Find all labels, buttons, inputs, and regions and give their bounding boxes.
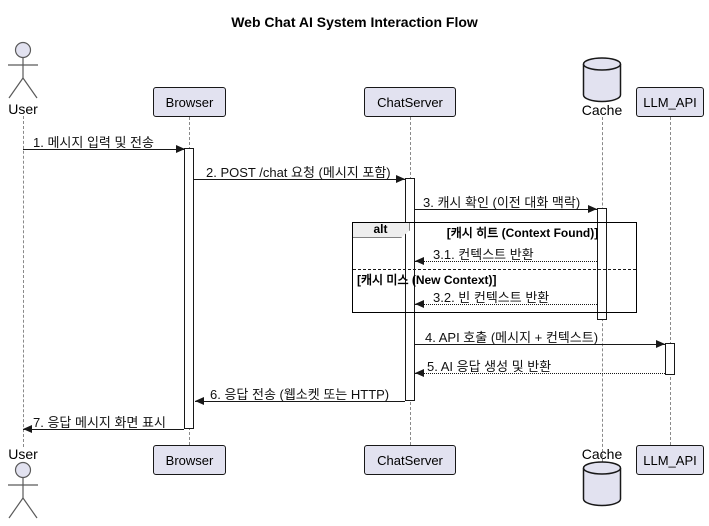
database-cache-bottom-icon [582, 461, 622, 507]
message-4-arrowhead [656, 340, 665, 348]
message-1-label: 1. 메시지 입력 및 전송 [33, 135, 154, 150]
participant-cache-top-label: Cache [581, 102, 623, 118]
message-7-arrowhead [23, 425, 32, 433]
message-6-label: 6. 응답 전송 (웹소켓 또는 HTTP) [210, 387, 390, 402]
message-2-line [194, 179, 405, 180]
actor-user-bottom-icon [5, 460, 41, 522]
activation-llm-api [665, 343, 675, 375]
message-5-label: 5. AI 응답 생성 및 반환 [427, 359, 552, 374]
participant-chatserver-top: ChatServer [364, 87, 456, 117]
message-4-label: 4. API 호출 (메시지 + 컨텍스트) [425, 330, 599, 345]
message-3-2-arrowhead [415, 300, 424, 308]
alt-condition-found: [캐시 히트 (Context Found)] [446, 226, 599, 240]
message-4-line [415, 344, 665, 345]
alt-operator-label: alt [351, 221, 410, 238]
message-3-1-line [415, 261, 597, 262]
alt-divider [353, 269, 636, 270]
activation-browser [184, 148, 194, 429]
message-2-arrowhead [396, 175, 405, 183]
message-2-label: 2. POST /chat 요청 (메시지 포함) [206, 165, 391, 180]
message-3-label: 3. 캐시 확인 (이전 대화 맥락) [423, 195, 581, 210]
message-3-1-arrowhead [415, 257, 424, 265]
alt-condition-miss: [캐시 미스 (New Context)] [357, 273, 497, 287]
message-3-arrowhead [588, 205, 597, 213]
message-3-2-line [415, 304, 597, 305]
message-7-line [23, 429, 184, 430]
diagram-title: Web Chat AI System Interaction Flow [231, 14, 478, 30]
participant-user-top-label: User [8, 101, 38, 117]
message-5-arrowhead [415, 369, 424, 377]
alt-frame: alt [캐시 히트 (Context Found)] [캐시 미스 (New … [351, 221, 637, 313]
message-3-1-label: 3.1. 컨텍스트 반환 [433, 247, 534, 262]
participant-llm-api-top: LLM_API [636, 87, 704, 117]
message-1-arrowhead [176, 145, 185, 153]
message-6-line [195, 401, 405, 402]
database-cache-icon [582, 57, 622, 103]
participant-cache-bottom-label: Cache [581, 446, 623, 462]
activation-chatserver [405, 178, 415, 401]
message-1-line [23, 149, 185, 150]
participant-browser-top: Browser [153, 87, 226, 117]
message-3-2-label: 3.2. 빈 컨텍스트 반환 [433, 290, 550, 305]
message-7-label: 7. 응답 메시지 화면 표시 [33, 415, 166, 430]
message-6-arrowhead [195, 397, 204, 405]
message-3-line [415, 209, 597, 210]
participant-browser-bottom: Browser [153, 445, 226, 475]
activation-cache [597, 208, 607, 320]
actor-user-icon [5, 41, 41, 101]
participant-chatserver-bottom: ChatServer [364, 445, 456, 475]
lifeline-user [23, 116, 24, 447]
participant-user-bottom-label: User [8, 446, 38, 462]
participant-llm-api-bottom: LLM_API [636, 445, 704, 475]
lifeline-llm-api [670, 117, 671, 445]
message-5-line [415, 373, 665, 374]
